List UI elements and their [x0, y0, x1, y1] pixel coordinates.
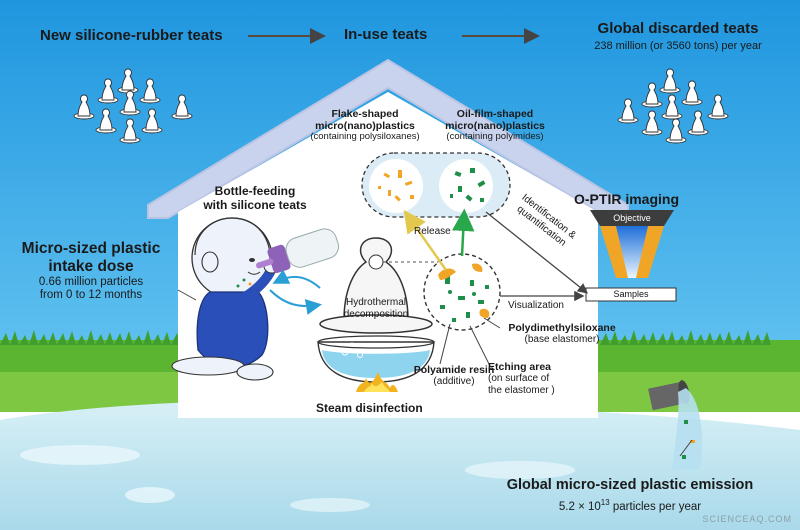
label-new-teats: New silicone-rubber teats — [40, 27, 223, 44]
release-arrow-oilfilm — [452, 208, 475, 257]
teat-icon — [661, 94, 683, 120]
label-bottle-feeding: Bottle-feeding with silicone teats — [190, 184, 320, 213]
polyamide-2: (additive) — [433, 376, 475, 388]
teat-icon — [641, 82, 663, 108]
flake-particle-circle — [369, 159, 423, 213]
teat-icon — [707, 94, 729, 120]
label-release: Release — [414, 226, 451, 237]
label-visualization: Visualization — [508, 300, 564, 311]
oil-sub: (containing polyimides) — [446, 131, 544, 143]
emission-detail: 5.2 × 1013 particles per year — [472, 498, 788, 514]
flake-title-2: micro(nano)plastics — [315, 120, 415, 133]
teat-icon — [119, 118, 141, 144]
label-objective: Objective — [613, 213, 651, 223]
label-intake: Micro-sized plastic intake dose 0.66 mil… — [2, 240, 180, 302]
oilfilm-particle-circle — [439, 159, 493, 213]
etching-2: (on surface of — [488, 373, 550, 385]
baby-bottle — [256, 228, 340, 274]
flake-sub: (containing polysiloxanes) — [310, 131, 420, 143]
label-discarded-title: Global discarded teats — [597, 20, 759, 37]
label-discarded-detail: 238 million (or 3560 tons) per year — [594, 40, 762, 52]
label-samples: Samples — [613, 289, 649, 299]
hydrothermal-1: Hydrothermal — [345, 297, 407, 308]
label-pointers — [177, 289, 693, 457]
label-hydrothermal: Hydrothermal decomposition — [326, 297, 426, 320]
intake-detail-1: 0.66 million particles — [38, 275, 144, 288]
teat-icon — [73, 94, 95, 120]
oil-title-2: micro(nano)plastics — [445, 120, 545, 133]
magnified-elastomer-circle — [423, 253, 501, 331]
teat-icon — [687, 110, 709, 136]
intake-title-2: intake dose — [48, 257, 134, 275]
teats-cluster-discarded — [617, 68, 729, 144]
cycle-arrows — [269, 269, 322, 315]
teat-with-bowl — [317, 237, 435, 392]
label-in-use-teats: In-use teats — [344, 26, 428, 43]
teat-icon — [139, 78, 161, 104]
teat-icon — [617, 98, 639, 124]
label-polyamide: Polyamide resin (additive) — [412, 364, 496, 388]
watermark: SCIENCEAQ.COM — [702, 513, 792, 524]
teat-icon — [641, 110, 663, 136]
teat-icon — [681, 80, 703, 106]
polyamide-1: Polyamide resin — [413, 364, 495, 376]
oilfilm-particles — [450, 168, 486, 202]
teat-icon — [141, 108, 163, 134]
teat-icon — [659, 68, 681, 94]
teat-icon — [97, 78, 119, 104]
etching-3: the elastomer ) — [488, 384, 555, 396]
teat-icon — [119, 90, 141, 116]
emission-detail-suffix: particles per year — [609, 500, 702, 513]
pdms-1: Polydimethylsiloxane — [508, 322, 616, 334]
teat-icon — [171, 94, 193, 120]
oil-title-1: Oil-film-shaped — [456, 108, 534, 120]
teat-icon — [117, 68, 139, 94]
flake-particles — [378, 170, 414, 202]
etching-1: Etching area — [488, 361, 552, 373]
water-pond — [0, 400, 800, 530]
teats-cluster-new — [73, 68, 193, 144]
emission-detail-exp: 13 — [600, 497, 610, 507]
pdms-2: (base elastomer) — [524, 334, 600, 346]
teat-icon — [665, 118, 687, 144]
analysis-arrows — [485, 211, 589, 302]
label-etching: Etching area (on surface of the elastome… — [488, 361, 555, 396]
label-steam-disinfection: Steam disinfection — [316, 401, 423, 415]
discharge-pipe — [648, 380, 702, 470]
flake-title-1: Flake-shaped — [331, 108, 399, 120]
teat-icon — [95, 108, 117, 134]
intake-title-1: Micro-sized plastic — [21, 240, 161, 257]
label-optir: O-PTIR imaging — [574, 191, 679, 207]
emission-title: Global micro-sized plastic emission — [506, 477, 754, 493]
hydrothermal-2: decomposition — [343, 308, 409, 320]
label-emission: Global micro-sized plastic emission 5.2 … — [472, 477, 788, 514]
emission-detail-prefix: 5.2 × 10 — [558, 500, 601, 513]
intake-detail-2: from 0 to 12 months — [39, 288, 143, 301]
label-flake: Flake-shaped micro(nano)plastics (contai… — [300, 108, 430, 143]
release-arrow-flake — [403, 209, 448, 271]
bottle-feeding-2: with silicone teats — [203, 197, 307, 212]
optir-instrument — [585, 210, 677, 302]
bottle-feeding-1: Bottle-feeding — [214, 184, 296, 198]
label-oilfilm: Oil-film-shaped micro(nano)plastics (con… — [430, 108, 560, 143]
label-pdms: Polydimethylsiloxane (base elastomer) — [492, 322, 632, 346]
